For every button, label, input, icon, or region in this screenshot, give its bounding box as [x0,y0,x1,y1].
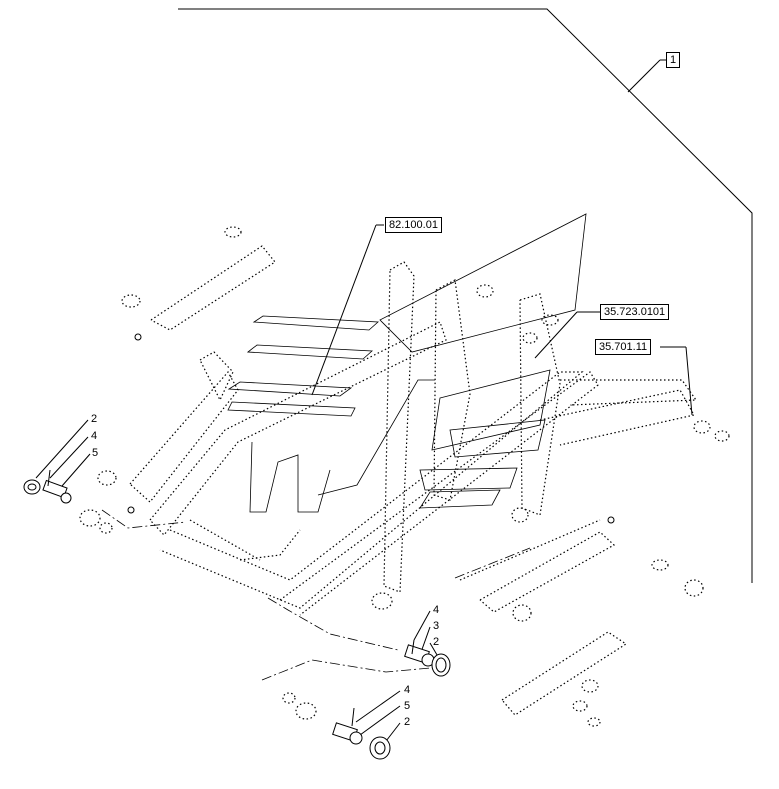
section-ref-35-723-0101[interactable]: 35.723.0101 [600,304,670,320]
section-ref-35-701-11[interactable]: 35.701.11 [595,339,652,355]
cab-panels [227,213,587,513]
pin-parts [23,333,615,760]
axis-lines [101,509,531,681]
callout-center-3: 3 [433,620,440,632]
callout-center-2: 2 [433,636,440,648]
leader-82-100-01 [311,224,377,396]
callout-bottom-5: 5 [404,700,411,712]
assembly-bracket-line [178,8,753,583]
section-ref-82-100-01[interactable]: 82.100.01 [385,217,442,233]
callout-bottom-4: 4 [404,684,411,696]
leader-left-4 [49,436,89,479]
callout-left-5: 5 [92,447,99,459]
leader-left-2 [35,419,89,479]
callout-left-2: 2 [91,413,98,425]
leader-center-4 [413,610,431,641]
assembly-leader-line [627,59,661,93]
leader-left-5 [61,453,91,487]
leader-bottom-4 [355,690,401,723]
dotted-frame [79,226,730,727]
callout-left-4: 4 [91,430,98,442]
callout-center-4: 4 [433,604,440,616]
leader-35-701-11 [685,346,693,416]
leader-35-723-0101 [534,311,578,359]
assembly-ref-box[interactable]: 1 [666,52,681,68]
leader-bottom-5 [359,705,401,736]
callout-bottom-2: 2 [404,716,411,728]
